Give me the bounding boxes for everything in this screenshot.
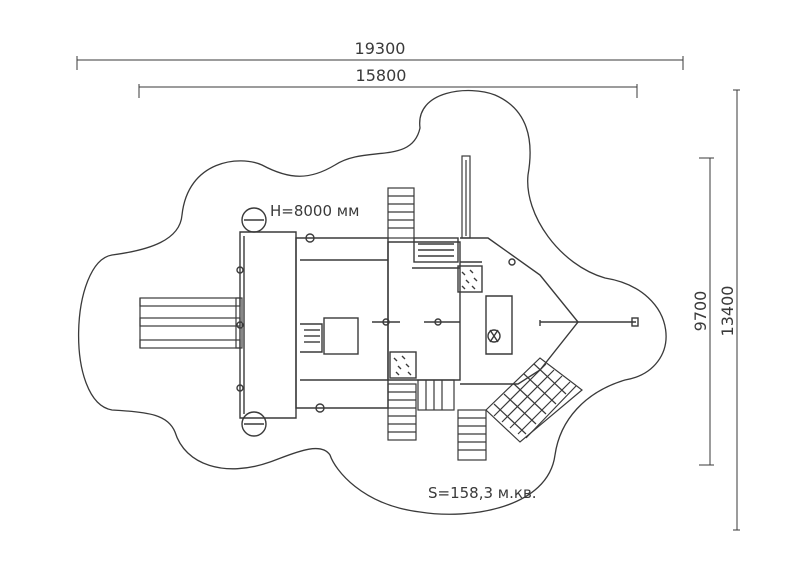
dimension-overall-width: 19300 xyxy=(76,39,684,70)
left-tower xyxy=(236,207,297,437)
safety-zone-outline xyxy=(77,89,667,515)
climbing-net xyxy=(485,357,583,443)
top-ladder xyxy=(387,187,415,239)
overall-height-label: 13400 xyxy=(718,286,737,337)
right-wedge xyxy=(457,237,639,385)
main-platform xyxy=(295,233,400,413)
dimension-inner-width: 15800 xyxy=(138,66,638,98)
equipment-structure xyxy=(139,155,639,461)
dimension-inner-height: 9700 xyxy=(691,157,714,466)
inner-height-label: 9700 xyxy=(691,291,710,332)
top-slide xyxy=(461,155,471,239)
left-slides xyxy=(139,297,243,349)
dimension-overall-height: 13400 xyxy=(718,89,740,531)
area-annotation: S=158,3 м.кв. xyxy=(428,484,537,502)
center-tower xyxy=(387,237,461,381)
overall-width-label: 19300 xyxy=(355,39,406,58)
inner-width-label: 15800 xyxy=(356,66,407,85)
bottom-stairs xyxy=(387,379,487,461)
height-annotation: H=8000 мм xyxy=(270,202,359,220)
